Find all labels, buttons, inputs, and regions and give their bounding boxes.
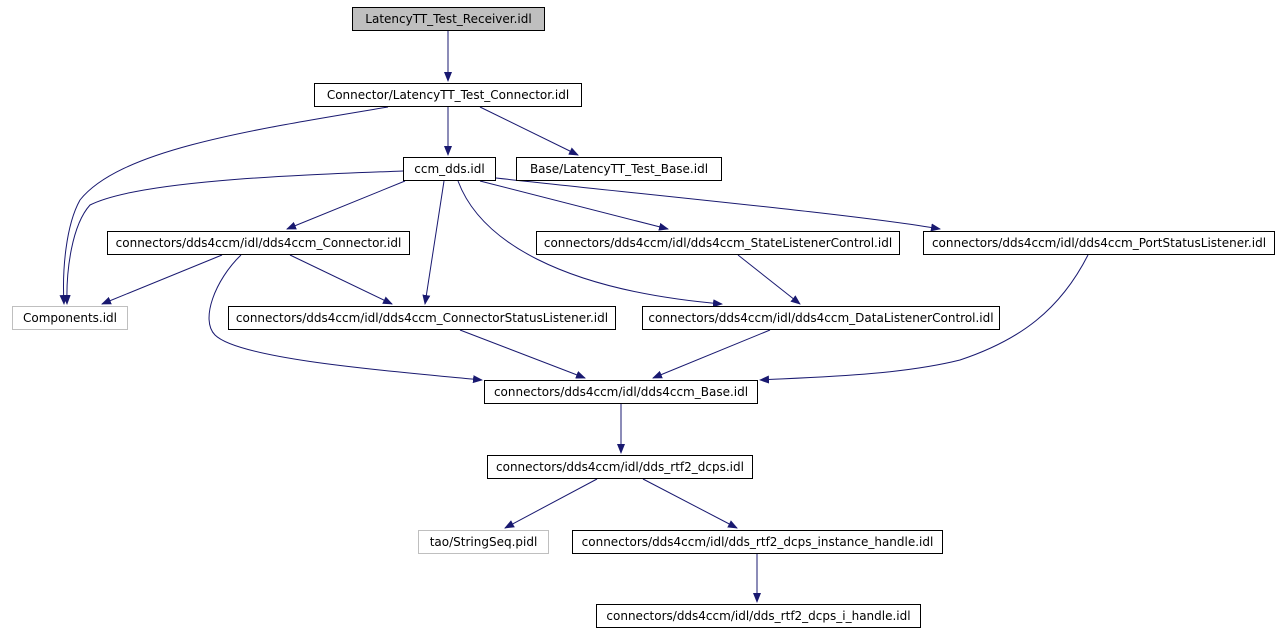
node-tao-stringseq: tao/StringSeq.pidl (418, 530, 549, 554)
edge-rtf2-dcps-to-instance-handle (642, 478, 738, 529)
edge-ccm-dds-to-port-status (495, 177, 941, 232)
node-latencytt-test-connector[interactable]: Connector/LatencyTT_Test_Connector.idl (314, 83, 582, 107)
node-dds-rtf2-dcps-i-handle[interactable]: connectors/dds4ccm/idl/dds_rtf2_dcps_i_h… (596, 604, 921, 628)
node-dds-rtf2-dcps[interactable]: connectors/dds4ccm/idl/dds_rtf2_dcps.idl (487, 455, 753, 479)
node-dds4ccm-port-status-listener[interactable]: connectors/dds4ccm/idl/dds4ccm_PortStatu… (923, 231, 1275, 255)
node-dds4ccm-data-listener-control[interactable]: connectors/dds4ccm/idl/dds4ccm_DataListe… (642, 306, 1000, 330)
edge-ccm-dds-to-components (62, 170, 404, 305)
edge-connector-status-to-dds4ccm-base (459, 329, 586, 379)
edge-dds4ccm-connector-to-dds4ccm-base (208, 254, 483, 384)
node-latencytt-test-base[interactable]: Base/LatencyTT_Test_Base.idl (516, 157, 722, 181)
edge-data-listener-to-dds4ccm-base (652, 329, 771, 379)
node-latencytt-test-receiver: LatencyTT_Test_Receiver.idl (352, 7, 545, 31)
edge-state-listener-to-data-listener (737, 254, 801, 305)
edge-ccm-dds-to-data-listener (457, 180, 723, 308)
node-dds4ccm-connector[interactable]: connectors/dds4ccm/idl/dds4ccm_Connector… (107, 231, 410, 255)
edge-dds4ccm-connector-to-connector-status (289, 254, 393, 305)
node-components: Components.idl (12, 306, 128, 330)
edge-dds4ccm-connector-to-components (101, 254, 223, 305)
node-dds4ccm-state-listener-control[interactable]: connectors/dds4ccm/idl/dds4ccm_StateList… (536, 231, 900, 255)
node-dds4ccm-connector-status-listener[interactable]: connectors/dds4ccm/idl/dds4ccm_Connector… (228, 306, 616, 330)
edge-ccm-dds-to-dds4ccm-connector (286, 180, 406, 230)
edge-connector-to-components (59, 106, 389, 305)
edge-rtf2-dcps-to-stringseq (504, 478, 598, 529)
node-ccm-dds[interactable]: ccm_dds.idl (403, 157, 496, 181)
edge-port-status-to-dds4ccm-base (759, 254, 1089, 384)
node-dds4ccm-base[interactable]: connectors/dds4ccm/idl/dds4ccm_Base.idl (484, 380, 758, 404)
edge-ccm-dds-to-connector-status (422, 180, 445, 305)
edge-connector-to-base-latency (479, 106, 579, 156)
node-dds-rtf2-dcps-instance-handle[interactable]: connectors/dds4ccm/idl/dds_rtf2_dcps_ins… (572, 530, 943, 554)
edge-ccm-dds-to-state-listener (479, 180, 669, 231)
